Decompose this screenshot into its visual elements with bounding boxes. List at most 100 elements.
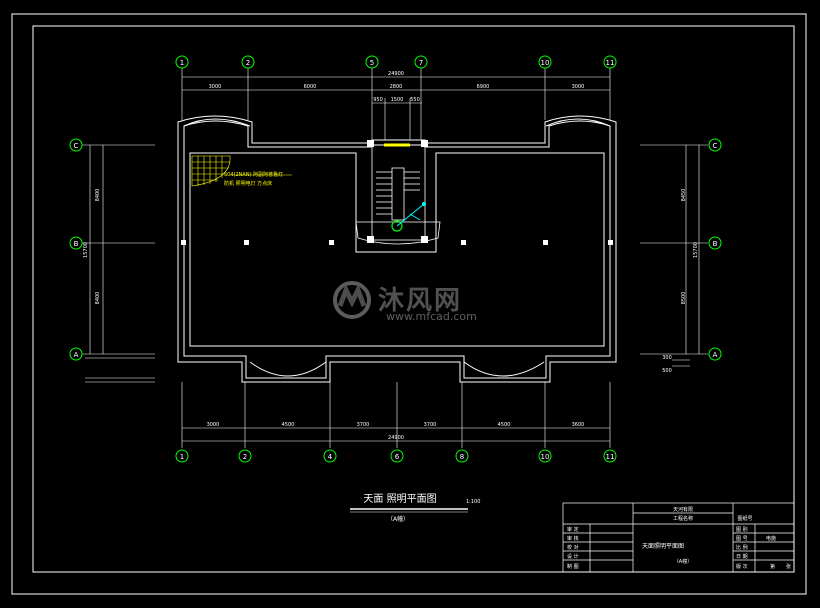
grid-top-7-circle [414, 55, 428, 69]
grid-left-A-circle [69, 347, 83, 361]
hatched-area [191, 155, 231, 187]
building-outline [177, 115, 617, 383]
drawing-subtitle: （A幢） [387, 515, 409, 523]
mfcad-logo-icon [333, 281, 371, 319]
tb-right-row-5: 版 次 [736, 563, 748, 570]
watermark-cn: 沐风网 [378, 286, 463, 316]
grid-right-A-label: A [713, 351, 718, 359]
bottom-dim-4: 3700 [424, 422, 437, 428]
top-dim-5: 3000 [572, 84, 585, 90]
grid-bottom-10-circle [538, 449, 552, 463]
top-dim-3: 2800 [390, 84, 403, 90]
stair-dim-1: 950 [373, 97, 383, 103]
top-dim-4: 6900 [477, 84, 490, 90]
tb-left-row-4: 设 计 [567, 553, 579, 560]
tb-footer-1: 第 [770, 563, 775, 570]
tb-left-row-5: 制 图 [567, 563, 579, 570]
grid-bubbles-right: C B A [708, 138, 722, 361]
left-total-dim: 15700 [83, 242, 89, 258]
right-small-dim-2: 500 [662, 368, 672, 374]
grid-right-A-circle [708, 347, 722, 361]
bottom-dim-2: 4500 [282, 422, 295, 428]
top-dimensions [181, 68, 611, 140]
roof-light-points [181, 240, 613, 245]
left-dim-1: 8400 [95, 189, 101, 202]
tb-drawing-name: 天面照明平面图 [642, 543, 684, 550]
stair-light-fixture [391, 220, 403, 232]
tb-left-row-3: 校 对 [567, 544, 579, 551]
grid-bottom-2-label: 2 [243, 453, 247, 461]
bottom-dimensions [181, 382, 611, 448]
grid-bottom-6-label: 6 [395, 453, 400, 461]
grid-top-5-circle [365, 55, 379, 69]
grid-bottom-8-circle [455, 449, 469, 463]
right-small-dim-1: 300 [662, 355, 672, 361]
right-dim-1: 8450 [681, 189, 687, 202]
grid-top-10-circle [538, 55, 552, 69]
bottom-dim-1: 3000 [207, 422, 220, 428]
top-total-dim: 24900 [388, 71, 404, 77]
grid-bottom-6-circle [390, 449, 404, 463]
grid-right-B-circle [708, 236, 722, 250]
tb-right-row-3: 比 例 [736, 544, 748, 551]
tb-right-val-1: 电施 [766, 535, 776, 542]
drawing-scale: 1:100 [466, 499, 480, 505]
stair-dim-2: 1500 [391, 97, 404, 103]
grid-top-11-circle [603, 55, 617, 69]
grid-left-B-label: B [74, 240, 79, 248]
grid-bottom-11-circle [603, 449, 617, 463]
outer-border [11, 13, 807, 595]
tb-sheet-label: 图纸号 [737, 515, 752, 522]
grid-left-C-label: C [74, 142, 79, 150]
left-dimensions [82, 144, 155, 383]
watermark-en: www.mfcad.com [386, 310, 477, 323]
grid-bottom-4-circle [323, 449, 337, 463]
tb-left-row-2: 审 核 [567, 535, 579, 542]
tb-left-row-1: 审 定 [567, 526, 579, 533]
grid-top-1-circle [175, 55, 189, 69]
grid-top-2-circle [241, 55, 255, 69]
tb-right-row-1: 图 别 [736, 526, 748, 533]
grid-bubbles-top: 1 2 5 7 10 11 [175, 55, 617, 69]
bottom-dim-3: 3700 [357, 422, 370, 428]
tb-right-row-2: 图 号 [736, 536, 748, 542]
grid-left-B-circle [69, 236, 83, 250]
right-dimensions [640, 144, 708, 367]
tb-project: 工程名称 [673, 515, 693, 522]
note-line-1: S04(2NAN) 阿副阿普鲁灯 [224, 171, 283, 178]
bottom-dim-5: 4500 [498, 422, 511, 428]
grid-top-7-label: 7 [419, 59, 423, 67]
grid-top-2-label: 2 [246, 59, 250, 67]
grid-right-B-label: B [713, 240, 718, 248]
right-dim-2: 8500 [681, 292, 687, 305]
tb-drawing-sub: （A幢） [674, 558, 692, 565]
grid-bottom-1-label: 1 [180, 453, 184, 461]
right-total-dim: 15700 [693, 242, 699, 258]
grid-top-5-label: 5 [370, 59, 374, 67]
note-line-2: 防机 照明电灯 方点床 [224, 180, 272, 187]
grid-bubbles-left: C B A [69, 138, 83, 361]
tb-footer-2: 张 [786, 563, 791, 570]
grid-bottom-11-label: 11 [606, 453, 615, 461]
watermark: 沐风网 www.mfcad.com [322, 278, 512, 328]
grid-left-C-circle [69, 138, 83, 152]
stair-dim-3: 550 [410, 97, 420, 103]
title-block [562, 502, 795, 573]
top-dim-1: 3000 [209, 84, 222, 90]
tb-right-row-4: 日 期 [736, 554, 748, 560]
grid-top-1-label: 1 [180, 59, 184, 67]
bottom-dim-6: 3600 [572, 422, 585, 428]
grid-bottom-4-label: 4 [328, 453, 333, 461]
grid-bottom-1-circle [175, 449, 189, 463]
stair-core [355, 143, 441, 245]
drawing-title: 天面 照明平面图 [363, 493, 436, 505]
grid-right-C-label: C [713, 142, 718, 150]
grid-top-10-label: 10 [541, 59, 550, 67]
grid-bottom-2-circle [238, 449, 252, 463]
grid-right-C-circle [708, 138, 722, 152]
grid-top-11-label: 11 [606, 59, 615, 67]
bottom-total-dim: 24900 [388, 435, 404, 441]
grid-left-A-label: A [74, 351, 79, 359]
